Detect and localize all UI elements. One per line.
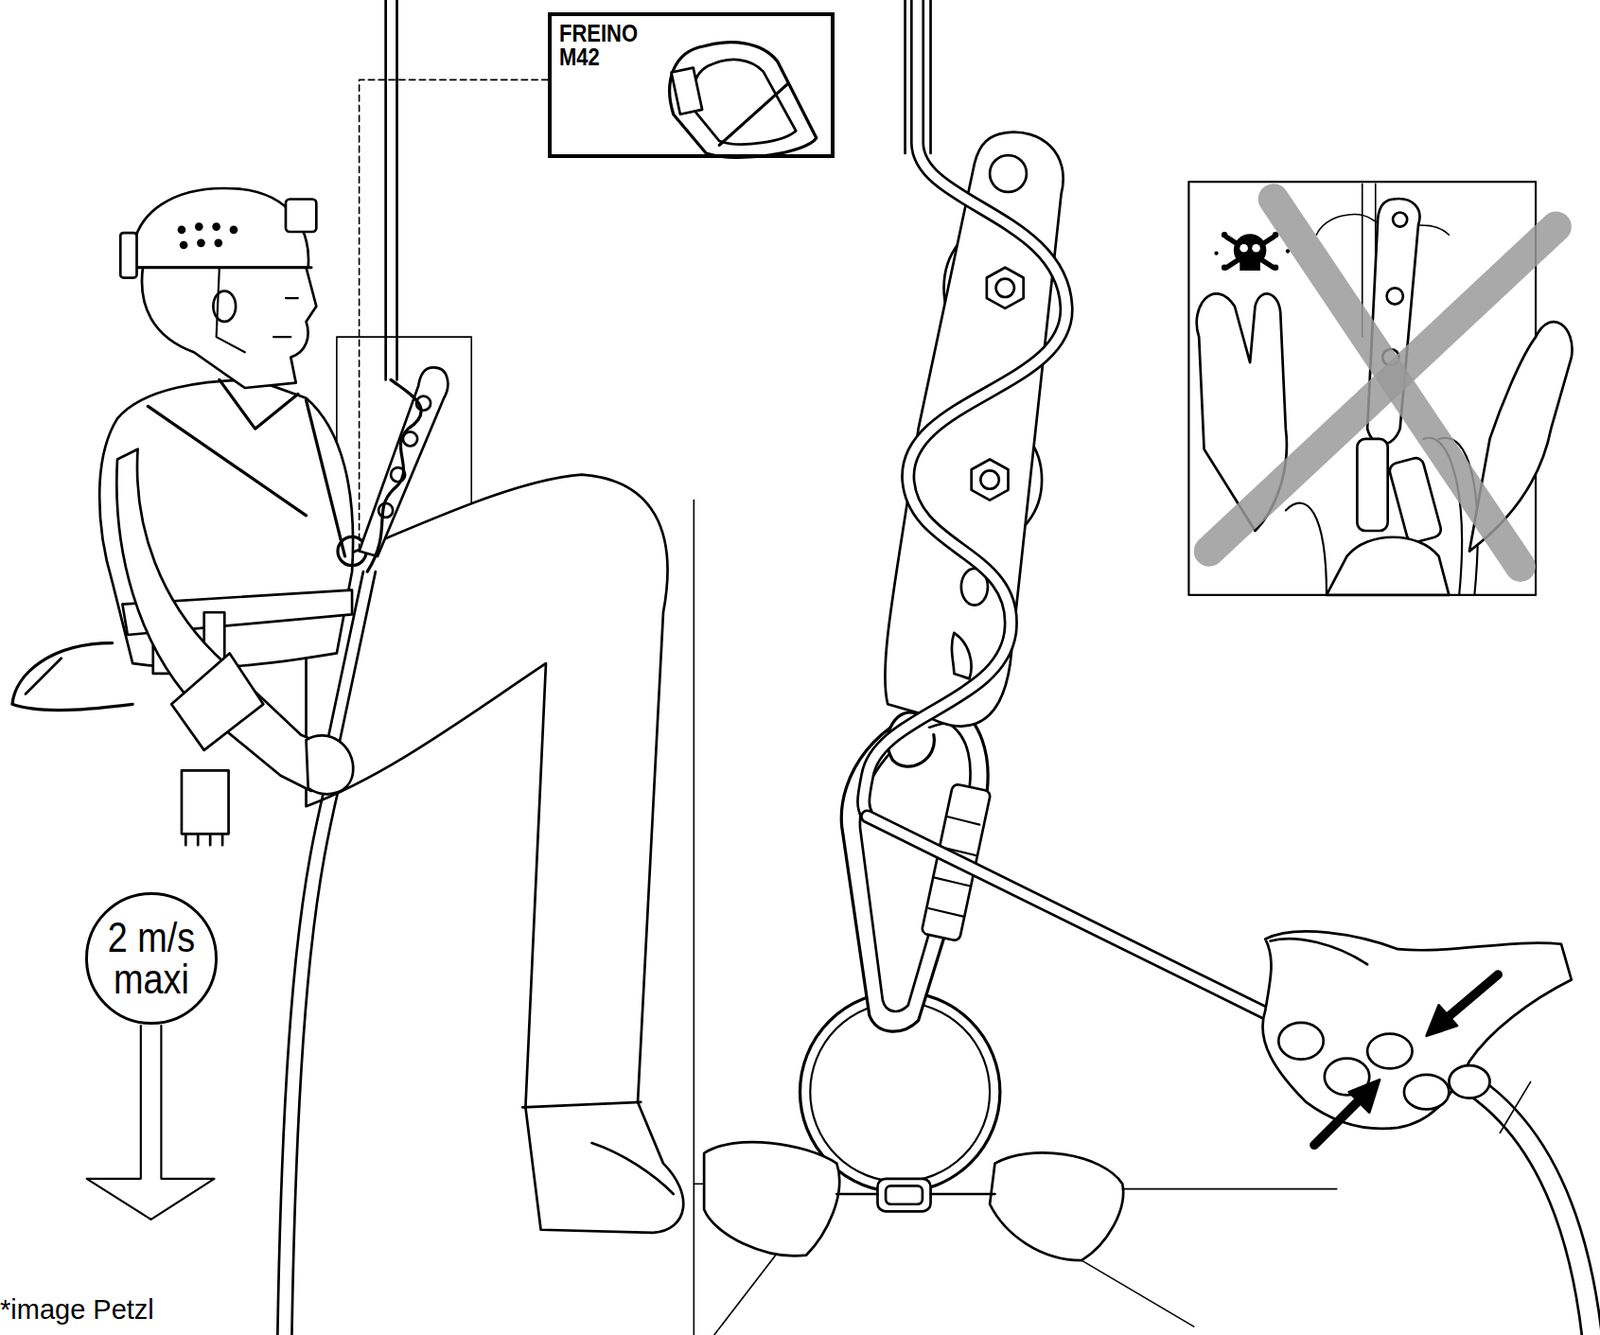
helmet-vent — [211, 222, 221, 231]
skull-dot — [1213, 250, 1218, 255]
carabiner-inner — [692, 59, 796, 145]
helmet-vent — [213, 239, 223, 248]
wrist-line — [1499, 1081, 1530, 1133]
speed-circle: 2 m/s maxi — [85, 892, 218, 1025]
chin-strap — [216, 267, 246, 353]
finger — [1278, 1022, 1323, 1060]
finger — [1367, 1034, 1412, 1070]
rack-frame — [884, 132, 1063, 727]
squeeze-arrow — [1349, 1079, 1380, 1113]
harness-strap — [693, 1183, 1337, 1335]
rope-line — [863, 0, 1067, 817]
cross-mark — [1209, 227, 1557, 552]
harness-pad — [989, 1152, 1124, 1261]
harness-buckle — [877, 1178, 931, 1213]
thumb — [1270, 938, 1368, 965]
helmet-vent — [194, 222, 204, 231]
helmet-vent — [196, 239, 206, 248]
rope-line — [867, 816, 1282, 1021]
rack-eye — [989, 155, 1027, 193]
boot-line — [591, 1142, 673, 1195]
freino-bar — [719, 84, 788, 146]
skull-symbol — [1239, 260, 1261, 271]
gate-sleeve — [670, 68, 703, 115]
hand-symbol — [1262, 931, 1571, 1129]
rope-line — [867, 816, 1282, 1021]
rack-slot — [951, 632, 972, 680]
helmet-vent — [229, 226, 239, 235]
finger — [1404, 1074, 1449, 1110]
rack-nut — [986, 267, 1024, 309]
speed-label: 2 m/s maxi — [101, 916, 203, 1001]
battery-pack — [185, 833, 223, 845]
rack-bar — [378, 503, 393, 518]
helmet-vent — [177, 226, 187, 235]
rack-nut — [980, 470, 999, 489]
leg-loop — [25, 658, 62, 695]
rope-line — [384, 0, 387, 380]
person-leg — [306, 474, 685, 1233]
chest-harness — [147, 379, 345, 557]
sleeve-cuff — [171, 652, 264, 750]
rope-line — [367, 379, 422, 572]
finger — [1448, 1065, 1490, 1099]
arm-line — [1285, 503, 1327, 596]
helmet — [132, 188, 309, 268]
rack-bar — [1392, 212, 1407, 228]
person-face — [273, 298, 299, 337]
skull-eye — [1251, 244, 1261, 253]
label-box: FREINO M42 — [547, 12, 835, 159]
helmet-vent — [179, 241, 189, 250]
side-lamp — [120, 232, 137, 278]
credit-note: *image Petzl — [0, 1294, 155, 1326]
rope-line — [277, 788, 339, 1335]
headlamp — [285, 198, 317, 232]
person-hand — [306, 735, 354, 794]
harness-ring — [1326, 537, 1449, 596]
squeeze-arrow — [1426, 1004, 1458, 1036]
descent-arrow — [87, 1025, 215, 1220]
boot-cuff — [522, 1102, 641, 1108]
rack-nut — [996, 279, 1015, 298]
battery-pack — [181, 770, 229, 834]
rack-nut — [971, 458, 1009, 500]
divider-line — [693, 500, 696, 1335]
harness-strap — [836, 1193, 995, 1196]
squeeze-arrow — [1443, 974, 1498, 1021]
rope-line — [903, 0, 907, 154]
rope-line — [1448, 1072, 1592, 1335]
helmet-brim — [130, 265, 312, 269]
harness-pad — [703, 1142, 840, 1256]
rope-line — [395, 0, 399, 380]
rope-line — [929, 0, 932, 154]
skull-eye — [1239, 244, 1249, 253]
part-label: FREINO M42 — [559, 21, 643, 70]
skull-symbol — [1226, 236, 1274, 267]
person-head — [141, 267, 317, 388]
rope-line — [863, 0, 1067, 817]
rack-bar — [1387, 287, 1404, 304]
carabiner-symbol — [1356, 439, 1388, 531]
harness-buckle — [885, 1185, 923, 1204]
carabiner-symbol — [1388, 456, 1443, 545]
squeeze-arrow — [1314, 1097, 1363, 1146]
leg-loop — [12, 643, 133, 711]
carabiner-symbol — [669, 42, 817, 159]
rope-line — [324, 571, 376, 756]
rope-line — [1448, 1072, 1592, 1335]
